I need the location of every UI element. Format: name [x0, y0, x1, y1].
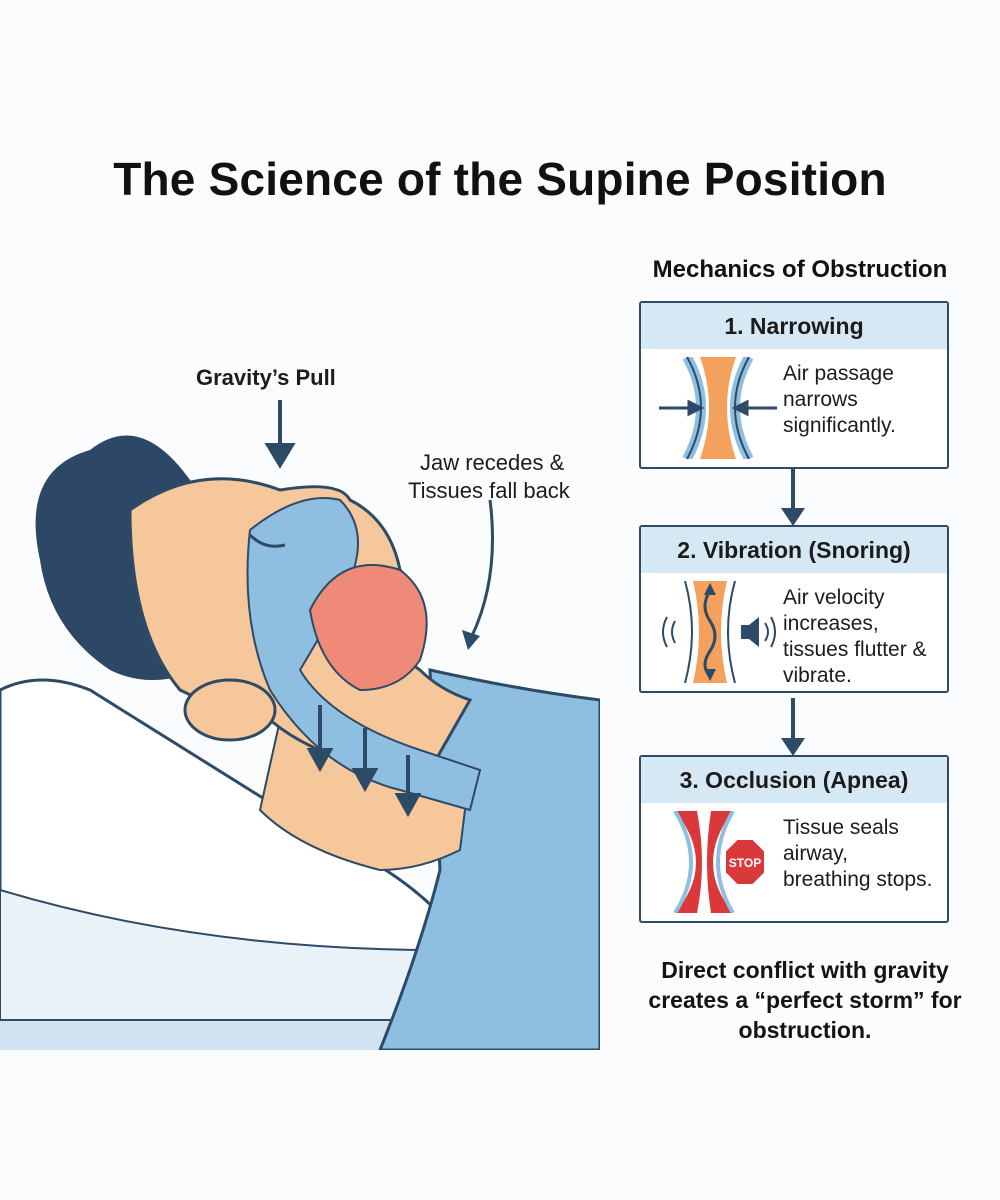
down-arrow-icon: [781, 698, 805, 756]
tongue: [308, 564, 428, 692]
gravity-arrow-icon: [264, 400, 296, 469]
supine-sleeper-illustration: Gravity’s Pull Jaw recedes & Tissues fal…: [0, 250, 602, 1052]
vibrating-airway-icon: [662, 581, 776, 683]
step-heading: 1. Narrowing: [641, 303, 947, 349]
step-vibration: 2. Vibration (Snoring) Air velocity incr…: [639, 525, 949, 693]
jaw-recede-arrow-icon: [468, 499, 494, 641]
stop-sign-text: STOP: [729, 856, 761, 870]
down-arrow-icon: [781, 468, 805, 526]
ear: [183, 678, 277, 742]
stop-sign-icon: [724, 838, 766, 886]
conclusion-text: Direct conflict with gravity creates a “…: [648, 957, 962, 1043]
step-narrowing: 1. Narrowing Air passage narrows signifi…: [639, 301, 949, 469]
occluded-airway-icon: STOP: [673, 811, 766, 913]
tissues-fall-back-label: Tissues fall back: [408, 478, 570, 503]
airway: [246, 497, 482, 812]
step-description: Air passage narrows significantly.: [783, 362, 896, 437]
step-description: Air velocity increases, tissues flutter …: [783, 586, 927, 687]
narrowing-airway-icon: [659, 357, 777, 459]
sleeper-figure: [0, 400, 602, 1052]
step-heading: 2. Vibration (Snoring): [641, 527, 947, 573]
jaw-recedes-label: Jaw recedes &: [420, 450, 565, 475]
step-description: Tissue seals airway, breathing stops.: [783, 816, 933, 891]
step-heading: 3. Occlusion (Apnea): [641, 757, 947, 803]
step-occlusion: 3. Occlusion (Apnea) STOP Tissue seals a…: [639, 755, 949, 923]
closed-eye: [248, 533, 286, 548]
mechanics-title: Mechanics of Obstruction: [652, 256, 948, 283]
gravity-pull-label: Gravity’s Pull: [196, 365, 336, 390]
gravity-arrows-neck: [306, 705, 422, 818]
page-title: The Science of the Supine Position: [113, 153, 887, 205]
